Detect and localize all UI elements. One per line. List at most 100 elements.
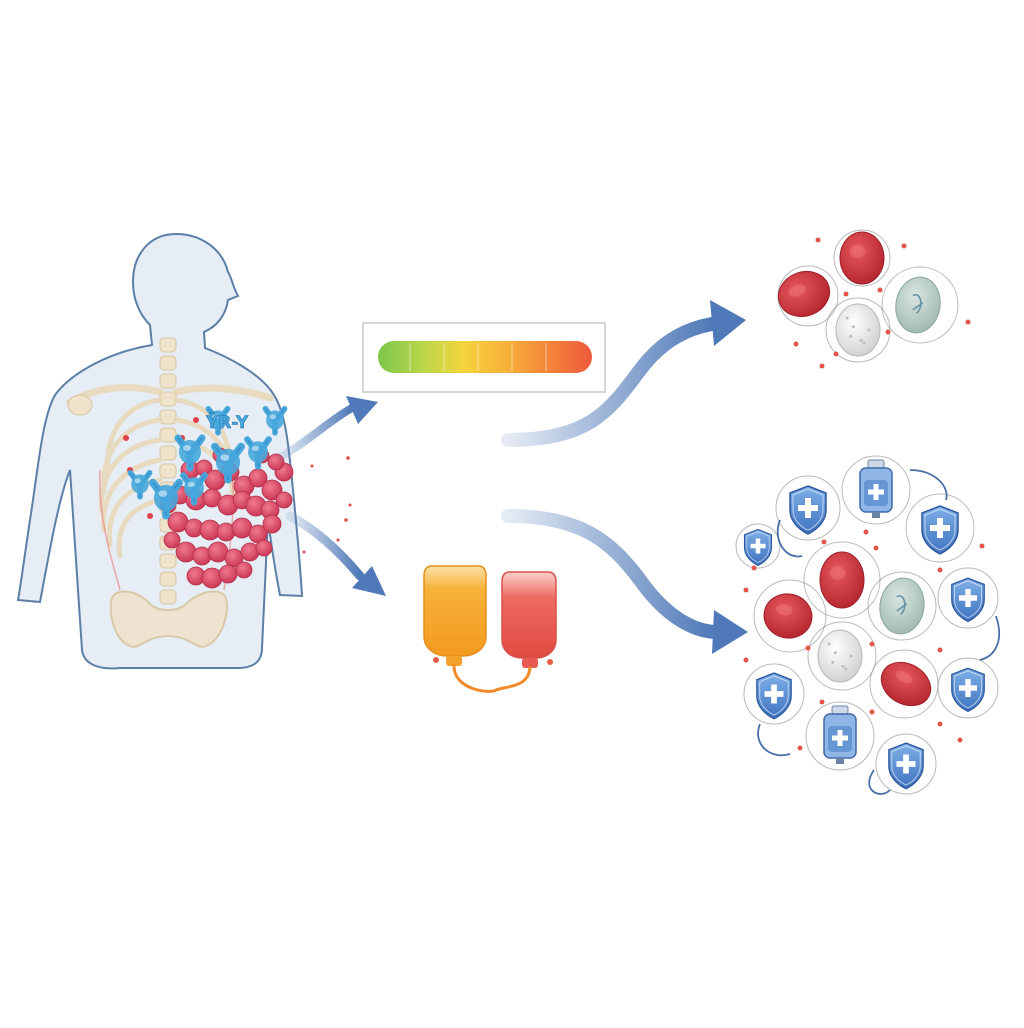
shield-plus-icon (951, 667, 985, 713)
cell-outline-ring (753, 579, 827, 653)
vertebra-icon (159, 553, 177, 569)
antibody-icon (210, 442, 246, 484)
cell-outline-ring (807, 621, 877, 691)
particle-dot (843, 291, 849, 297)
platelet-icon (879, 577, 925, 635)
particle-dot (797, 745, 803, 751)
particle-dot (901, 243, 907, 249)
arrow-head-cells-top (710, 300, 746, 346)
tumor-cell-icon (262, 514, 282, 534)
platelet-icon (895, 276, 941, 334)
human-torso-icon (16, 232, 304, 670)
vertebra-icon (159, 445, 177, 461)
particle-dot (805, 645, 811, 651)
cell-outline-ring (735, 523, 781, 569)
arrow-head-scale (346, 396, 378, 424)
particle-dot (877, 287, 883, 293)
particle-dot (979, 543, 985, 549)
white-blood-cell-icon (817, 629, 863, 683)
cell-outline-ring (881, 266, 959, 344)
tubing-line (757, 723, 791, 757)
cell-outline-ring (905, 493, 975, 563)
tumor-cell-icon (275, 491, 293, 509)
particle-dot (869, 641, 875, 647)
vertebra-icon (159, 373, 177, 389)
red-blood-cell-icon (777, 270, 831, 318)
vertebra-icon (159, 337, 177, 353)
particle-dot (819, 363, 825, 369)
tumor-cell-icon (175, 541, 197, 563)
particle-dot (819, 699, 825, 705)
arrow-head-cells-bottom (712, 610, 748, 654)
shield-plus-icon (756, 672, 792, 720)
tumor-cell-icon (235, 561, 253, 579)
severity-scale-bar (378, 341, 592, 373)
tumor-cell-icon (218, 564, 238, 584)
cell-outline-ring (805, 701, 875, 771)
antibody-icon (127, 469, 153, 500)
blood-bag-icon (423, 565, 557, 693)
cell-outline-ring (743, 663, 805, 725)
particle-dot (821, 539, 827, 545)
particle-dot (885, 329, 891, 335)
cell-outline-ring (825, 297, 891, 363)
tubing-line (776, 519, 803, 558)
tubing-line (909, 469, 948, 501)
shield-plus-icon (743, 528, 773, 567)
shield-plus-icon (888, 742, 924, 790)
tumor-cell-icon (255, 539, 273, 557)
tubing-line (979, 615, 1001, 661)
vertebra-icon (159, 463, 177, 479)
tubing-line (868, 769, 891, 795)
tumor-cell-icon (163, 531, 181, 549)
particle-dot (937, 721, 943, 727)
pelvis-icon (109, 590, 228, 648)
particle-dot (751, 565, 757, 571)
particle-dot (815, 237, 821, 243)
particle-dot (793, 341, 799, 347)
particle-dot (833, 351, 839, 357)
arrow-head-transfusion (352, 566, 386, 596)
cell-outline-ring (937, 567, 999, 629)
particle-dot (743, 657, 749, 663)
arrow-to-transfusion (285, 511, 365, 581)
arrow-to-cells-bottom (501, 509, 721, 639)
particle-dot (873, 545, 879, 551)
protected-cells-cluster (735, 455, 1001, 795)
cell-outline-ring (867, 571, 937, 641)
antibody-icon (244, 436, 272, 470)
vial-icon (859, 459, 893, 518)
arrow-to-cells-top (501, 317, 719, 447)
vertebra-icon (159, 355, 177, 371)
vertebra-icon (159, 409, 177, 425)
shield-plus-icon (921, 505, 959, 555)
blood-cells-cluster-top (777, 229, 971, 369)
cell-outline-ring (937, 657, 999, 719)
red-blood-cell-icon (763, 593, 813, 639)
arrow-to-scale (278, 404, 356, 460)
scale-gradient-bar (378, 341, 592, 373)
particle-dot (937, 647, 943, 653)
red-blood-cell-icon (880, 661, 932, 707)
cell-outline-ring (833, 229, 891, 287)
spine-icon (159, 337, 177, 605)
cell-outline-ring (775, 475, 841, 541)
particle-dot (869, 709, 875, 715)
particle-dot (965, 319, 971, 325)
antibody-group (127, 405, 288, 520)
tumor-cell-icon (261, 479, 283, 501)
shield-plus-icon (951, 577, 985, 623)
cell-outline-ring (875, 733, 937, 795)
antibody-icon (180, 472, 208, 506)
shield-plus-icon (789, 485, 827, 535)
scapula-icon (67, 394, 93, 416)
particle-dot (743, 587, 749, 593)
particle-dot (863, 529, 869, 535)
red-blood-cell-icon (819, 551, 865, 609)
antibody-icon (262, 405, 288, 436)
particle-dot (957, 737, 963, 743)
vial-icon (823, 705, 857, 764)
antibody-icon (174, 434, 206, 472)
